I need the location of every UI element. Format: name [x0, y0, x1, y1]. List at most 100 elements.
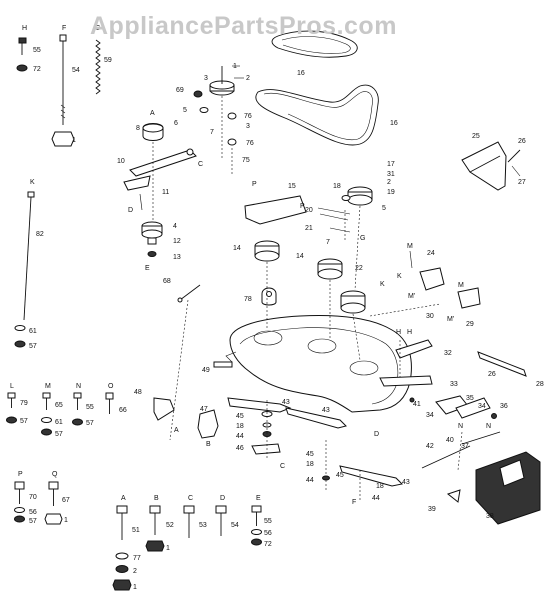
letter-p-ref: P — [252, 181, 257, 188]
callout-75: 75 — [242, 157, 250, 164]
blade-hardware-center[interactable]: 45 18 44 D — [306, 431, 379, 490]
callout-34-b: 34 — [478, 403, 486, 410]
drive-belt-upper[interactable]: 16 — [271, 30, 358, 77]
deck-shell — [229, 315, 412, 413]
callout-13: 13 — [173, 254, 181, 261]
callout-5-a: 5 — [183, 107, 187, 114]
callout-15: 15 — [288, 183, 296, 190]
idler-arm-10[interactable]: 10 C 11 D — [117, 148, 203, 214]
washer-76-a — [227, 112, 237, 120]
callout-61-b: 61 — [55, 419, 63, 426]
hardware-l[interactable]: L 79 57 — [6, 383, 28, 425]
bracket-29-body — [457, 287, 481, 309]
callout-45-b: 45 — [306, 451, 314, 458]
bracket-78[interactable]: 78 — [244, 287, 277, 306]
spindle-pulley-left[interactable]: 14 — [233, 240, 280, 262]
link-68[interactable]: 68 — [163, 278, 201, 441]
hardware-k[interactable]: K 82 61 57 — [14, 179, 44, 350]
baffle-33[interactable]: 33 41 — [379, 375, 458, 408]
callout-39: 39 — [428, 506, 436, 513]
rod-26-28-body — [477, 351, 527, 377]
nut-69 — [193, 90, 203, 98]
callout-45-c: 45 — [336, 472, 344, 479]
hardware-n[interactable]: N 55 57 — [72, 383, 94, 427]
callout-56-b: 56 — [264, 530, 272, 537]
blade-46 — [251, 443, 281, 455]
blade-hardware-right[interactable]: 45 18 44 F — [336, 470, 384, 506]
bracket-32-body — [395, 339, 433, 359]
letter-b: B — [154, 495, 159, 502]
callout-28: 28 — [536, 381, 544, 388]
hardware-g[interactable]: G 59 — [95, 25, 112, 95]
callout-38: 38 — [486, 513, 494, 520]
bracket-25-body — [461, 141, 507, 191]
bracket-34-b — [455, 397, 491, 419]
front-bracket-25[interactable]: 25 26 27 — [461, 133, 526, 191]
arm-10-hole — [186, 148, 194, 156]
callout-16-a: 16 — [297, 70, 305, 77]
belt-guide-15[interactable]: P 15 P — [244, 181, 307, 225]
spindle-pulley-right[interactable]: 22 — [340, 265, 366, 314]
chute-rods[interactable]: 42 40 N N 37 — [421, 423, 501, 471]
leaders-20-21 — [317, 207, 351, 233]
hardware-m[interactable]: M 65 61 57 — [41, 383, 63, 438]
bracket-48[interactable]: 48 A — [134, 389, 179, 434]
callout-57-e: 57 — [29, 518, 37, 525]
callout-17: 17 — [387, 161, 395, 168]
blade-43-left[interactable]: 43 43 43 — [227, 397, 410, 487]
mower-deck-housing[interactable]: 49 — [202, 315, 412, 413]
hardware-p[interactable]: P 70 56 57 — [14, 471, 37, 525]
hardware-c[interactable]: C 53 — [183, 495, 207, 538]
letter-h-ref-2: H — [407, 329, 412, 336]
callout-2-c: 2 — [387, 179, 391, 186]
hardware-d[interactable]: D 54 — [215, 495, 239, 536]
idler-pulley-4[interactable]: 4 12 13 E — [141, 221, 181, 272]
callout-31: 31 — [387, 171, 395, 178]
long-bolt-head-f — [59, 34, 67, 42]
bracket-47[interactable]: 47 B — [197, 406, 219, 448]
nut-13 — [147, 251, 157, 257]
nut-h — [16, 64, 28, 72]
thread-3 — [60, 114, 66, 119]
right-pulley-assembly[interactable]: 17 31 2 19 18 5 20 21 7 G — [305, 161, 395, 246]
callout-69: 69 — [176, 87, 184, 94]
hardware-e[interactable]: E 55 56 72 — [251, 495, 272, 548]
washer-p — [14, 507, 25, 513]
hex-nut-b — [145, 540, 165, 552]
letter-f-ref: E — [145, 265, 150, 272]
letter-c-ref-2: C — [280, 463, 285, 470]
hardware-a[interactable]: A 51 77 2 1 — [112, 495, 141, 591]
dash-f — [354, 205, 361, 291]
callout-79: 79 — [20, 400, 28, 407]
discharge-chute-38[interactable]: 44 38 39 — [428, 451, 541, 525]
callout-49: 49 — [202, 367, 210, 374]
rod-68-end — [177, 297, 183, 303]
blade-hardware-left[interactable]: 45 18 44 46 C — [236, 400, 285, 470]
callout-8: 8 — [136, 125, 140, 132]
hardware-q[interactable]: Q 67 1 — [44, 471, 70, 525]
nut-e — [251, 538, 262, 546]
lock-washer-a — [115, 565, 129, 573]
washer-m — [41, 417, 52, 423]
bolt-head-a — [116, 505, 128, 514]
callout-33: 33 — [450, 381, 458, 388]
callout-27: 27 — [518, 179, 526, 186]
rod-26-28[interactable]: 26 28 — [477, 351, 544, 388]
callout-52: 52 — [166, 522, 174, 529]
callout-25: 25 — [472, 133, 480, 140]
callout-26-b: 26 — [488, 371, 496, 378]
hardware-o[interactable]: O 66 — [105, 383, 127, 414]
upper-pulley-assembly[interactable]: 3 1 2 69 5 76 3 76 7 75 6 8 A — [136, 63, 254, 175]
hanger-24[interactable]: 24 M K K M' — [380, 243, 445, 300]
spindle-pulley-center[interactable]: 14 — [296, 253, 343, 280]
hardware-f[interactable]: F 54 1 — [51, 25, 80, 147]
bracket-29[interactable]: M M' 29 30 — [369, 282, 481, 328]
nut-p — [14, 515, 25, 523]
drive-belt-lower[interactable]: 16 — [255, 84, 398, 146]
callout-19: 19 — [387, 189, 395, 196]
hardware-h[interactable]: H 55 72 — [16, 25, 41, 73]
bracket-34-35[interactable]: 34 35 34 36 — [426, 395, 508, 419]
hardware-b[interactable]: B 52 1 — [145, 495, 174, 552]
arm-10 — [129, 149, 197, 177]
